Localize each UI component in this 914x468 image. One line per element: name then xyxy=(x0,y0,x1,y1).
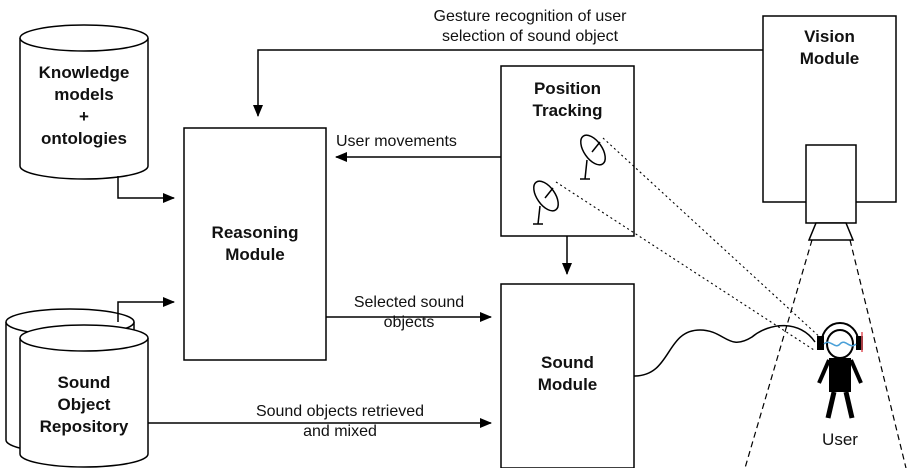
position-label-line: Position xyxy=(533,79,602,98)
vision-label-line: Module xyxy=(799,49,860,68)
knowledge-label-line: ontologies xyxy=(41,129,127,148)
position-label-line: Tracking xyxy=(532,101,603,120)
sound-label-line: Module xyxy=(537,375,598,394)
repository-label-line: Object xyxy=(57,395,111,414)
reasoning-module-box xyxy=(183,127,327,361)
user-movements-label: User movements xyxy=(336,133,457,150)
repository-to-reasoning-arrow xyxy=(117,297,175,322)
knowledge-label-line: + xyxy=(79,107,89,126)
repository-label-line: Repository xyxy=(39,417,129,436)
gesture-label-line: Gesture recognition of user xyxy=(433,8,627,25)
position-tracking-box xyxy=(500,65,635,237)
satellite-dish-icon xyxy=(533,180,559,225)
satellite-dish-icon xyxy=(580,134,606,180)
sound-object-repository-cylinder xyxy=(5,308,149,468)
tracking-beam xyxy=(555,137,824,351)
knowledge-models-label: Knowledge models + ontologies xyxy=(20,62,148,150)
knowledge-label-line: models xyxy=(54,85,114,104)
selected-label-line: Selected sound xyxy=(353,294,465,311)
repository-label-line: Sound xyxy=(57,373,111,392)
gesture-recognition-arrow xyxy=(253,49,763,117)
knowledge-label-line: Knowledge xyxy=(38,63,130,82)
knowledge-to-reasoning-arrow xyxy=(117,176,175,203)
retrieved-label-line: Sound objects retrieved xyxy=(255,403,425,420)
position-tracking-label: Position Tracking xyxy=(501,78,634,122)
retrieved-label-line: and mixed xyxy=(303,423,377,440)
user-figure-icon xyxy=(817,322,863,419)
reasoning-label-line: Reasoning xyxy=(211,223,299,242)
gesture-label-line: selection of sound object xyxy=(441,28,619,45)
vision-label-line: Vision xyxy=(804,27,855,46)
camera-icon xyxy=(805,144,857,241)
reasoning-module-label: Reasoning Module xyxy=(184,222,326,266)
selected-label-line: objects xyxy=(383,314,435,331)
headphone-cable xyxy=(633,324,816,377)
vision-module-label: Vision Module xyxy=(763,26,896,70)
selected-sound-objects-label: Selected sound objects xyxy=(326,293,492,333)
gesture-recognition-label: Gesture recognition of user selection of… xyxy=(380,7,680,47)
sound-object-repository-label: Sound Object Repository xyxy=(20,372,148,438)
user-label: User xyxy=(822,430,858,449)
camera-field-of-view xyxy=(744,239,907,468)
knowledge-models-cylinder xyxy=(19,24,149,180)
sound-label-line: Sound xyxy=(541,353,594,372)
reasoning-label-line: Module xyxy=(225,245,285,264)
sound-objects-retrieved-label: Sound objects retrieved and mixed xyxy=(215,402,465,442)
sound-module-label: Sound Module xyxy=(501,352,634,396)
